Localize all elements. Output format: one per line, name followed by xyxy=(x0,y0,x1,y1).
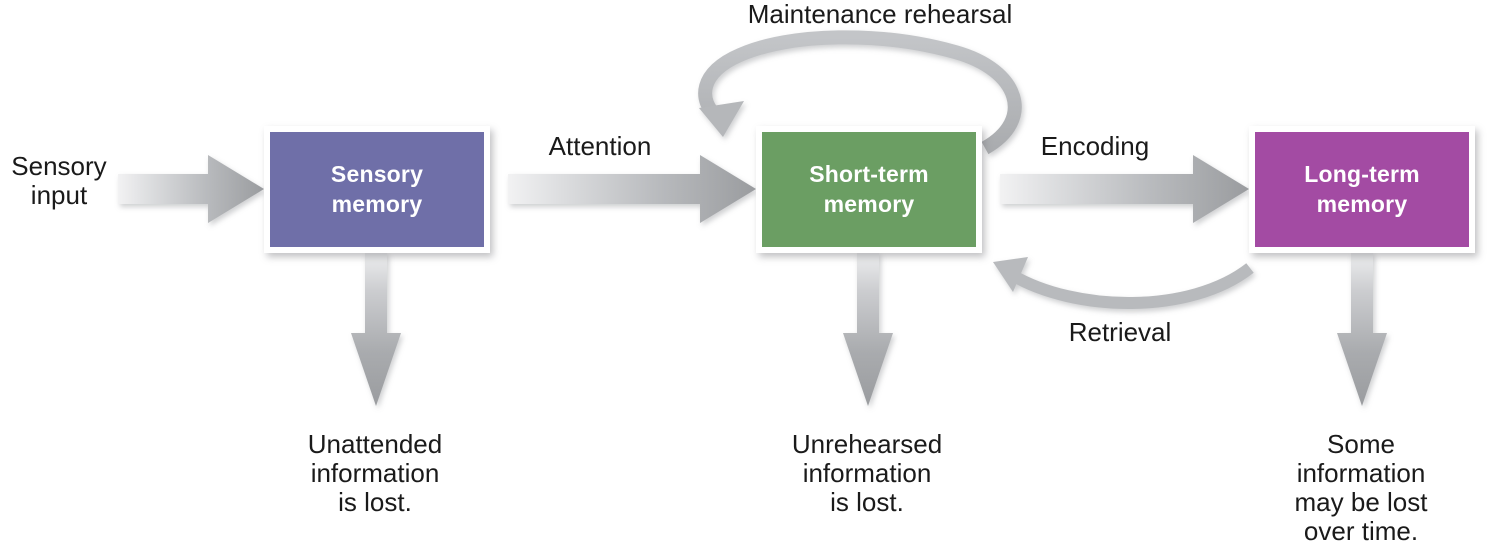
box-sensory-memory[interactable]: Sensory memory xyxy=(264,126,490,253)
box-long-term-memory-fill: Long-term memory xyxy=(1255,132,1469,247)
label-attention: Attention xyxy=(548,131,652,161)
label-encoding: Encoding xyxy=(1040,131,1150,161)
arrow-sensory-memory-loss xyxy=(351,252,401,406)
box-short-term-memory-fill: Short-term memory xyxy=(762,132,976,247)
arrow-retrieval xyxy=(993,257,1254,309)
arrow-long-term-memory-loss xyxy=(1337,252,1387,406)
label-sensory-input: Sensory input xyxy=(11,151,107,211)
label-sensory-memory-loss: Unattended information is lost. xyxy=(307,429,443,518)
box-long-term-memory[interactable]: Long-term memory xyxy=(1249,126,1475,253)
arrow-maintenance-rehearsal-loop xyxy=(698,30,1022,155)
box-short-term-memory-label: Short-term memory xyxy=(809,161,929,217)
box-long-term-memory-label: Long-term memory xyxy=(1304,161,1420,217)
arrow-short-term-memory-loss xyxy=(843,252,893,406)
label-short-term-memory-loss: Unrehearsed information is lost. xyxy=(791,429,943,518)
label-long-term-memory-loss: Some information may be lost over time. xyxy=(1294,429,1428,544)
arrow-sensory-input-to-sensory-memory xyxy=(118,155,264,223)
box-sensory-memory-fill: Sensory memory xyxy=(270,132,484,247)
arrow-encoding xyxy=(1000,155,1249,223)
arrow-attention xyxy=(508,155,756,223)
label-retrieval: Retrieval xyxy=(1068,317,1172,347)
box-short-term-memory[interactable]: Short-term memory xyxy=(756,126,982,253)
box-sensory-memory-label: Sensory memory xyxy=(330,161,424,217)
label-maintenance-rehearsal: Maintenance rehearsal xyxy=(747,0,1013,29)
